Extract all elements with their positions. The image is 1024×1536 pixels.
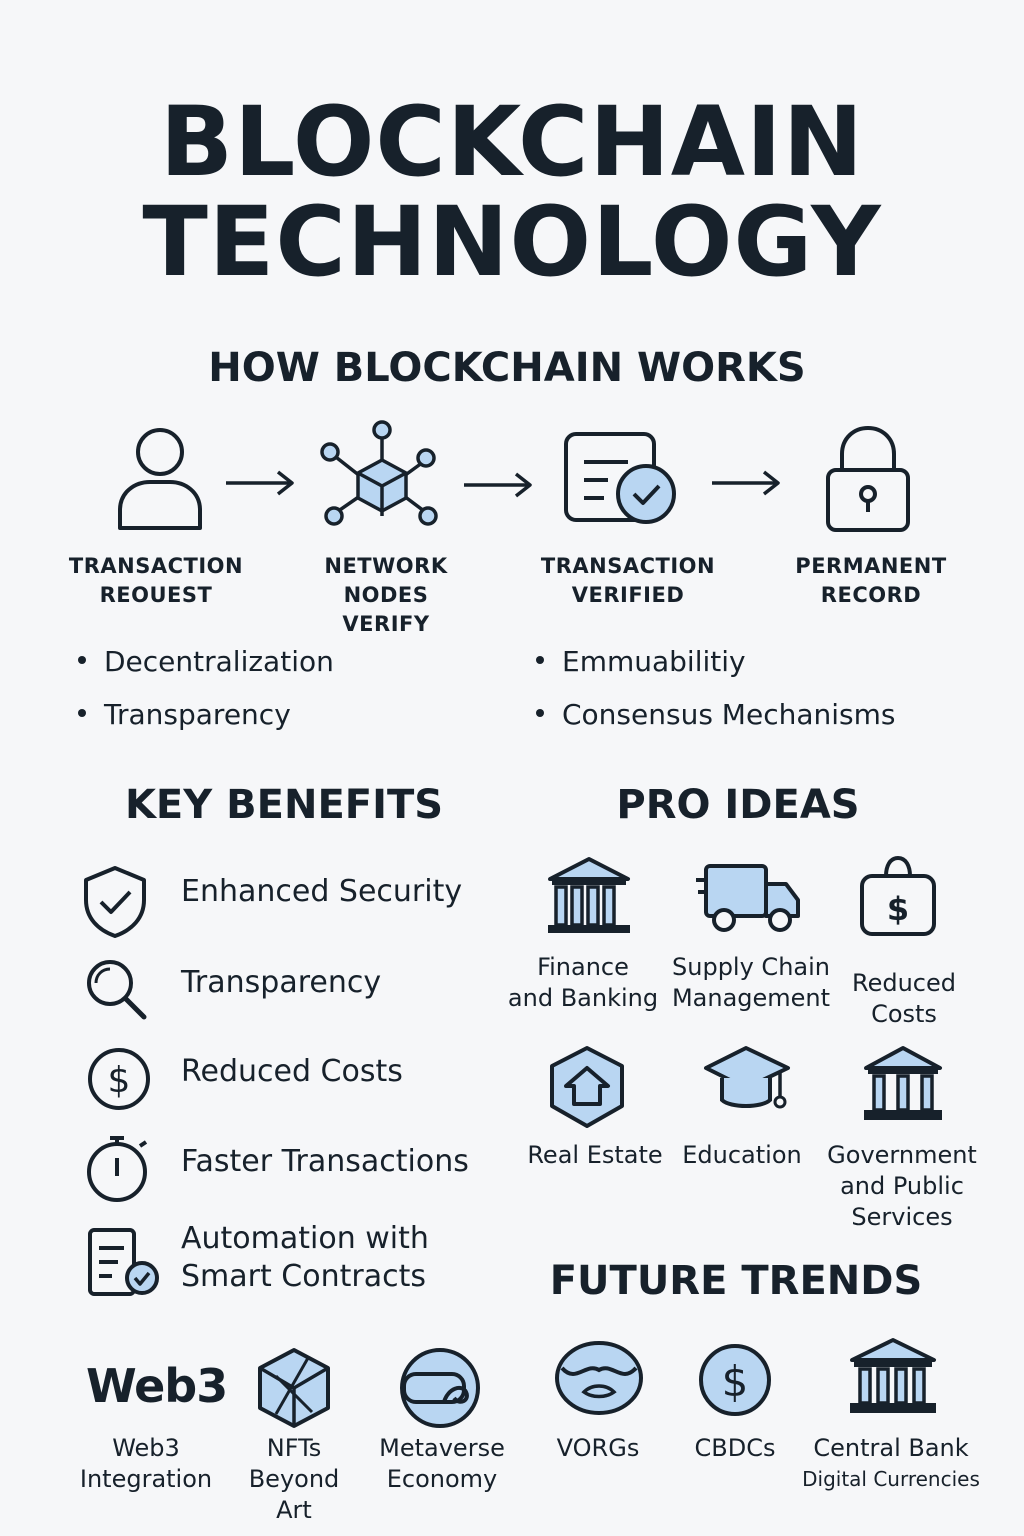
benefit-label: Faster Transactions bbox=[181, 1144, 469, 1179]
future-trends-heading: FUTURE TRENDS bbox=[549, 1258, 923, 1304]
idea-label-real-estate: Real Estate bbox=[527, 1141, 663, 1169]
main-title-line1: BLOCKCHAIN bbox=[159, 86, 865, 198]
graduation-cap-icon bbox=[702, 1042, 792, 1132]
idea-label-education: Education bbox=[682, 1141, 802, 1169]
web3-logo: Web3 bbox=[86, 1359, 228, 1413]
feature-bullet: Decentralization bbox=[78, 645, 334, 678]
magnifier-icon bbox=[82, 955, 152, 1025]
feature-bullet: Emmuabilitiy bbox=[536, 645, 746, 678]
main-title-line2: TECHNOLOGY bbox=[142, 186, 882, 298]
svg-text:$: $ bbox=[887, 890, 909, 928]
svg-text:$: $ bbox=[108, 1060, 131, 1101]
benefit-label: Enhanced Security bbox=[181, 874, 463, 909]
trend-label-vorgs: VORGs bbox=[556, 1434, 640, 1462]
key-benefits-heading: KEY BENEFITS bbox=[124, 782, 444, 828]
dao-face-icon bbox=[554, 1340, 644, 1430]
feature-bullet: Transparency bbox=[78, 698, 291, 731]
feature-bullet: Consensus Mechanisms bbox=[536, 698, 895, 731]
government-building-icon bbox=[862, 1044, 952, 1134]
arrow-icon bbox=[462, 470, 534, 500]
dollar-coin-icon: $ bbox=[697, 1342, 787, 1432]
house-hexagon-icon bbox=[544, 1044, 634, 1134]
arrow-icon bbox=[710, 468, 782, 498]
bank-icon bbox=[544, 855, 634, 945]
truck-icon bbox=[694, 862, 800, 952]
pro-ideas-heading: PRO IDEAS bbox=[616, 782, 860, 828]
money-bag-icon: $ bbox=[856, 854, 946, 944]
dollar-circle-icon: $ bbox=[84, 1044, 154, 1114]
arrow-icon bbox=[224, 468, 296, 498]
benefit-label: Transparency bbox=[181, 965, 382, 1000]
stopwatch-icon bbox=[84, 1132, 154, 1202]
trend-label-central-bank: Central Bank Digital Currencies bbox=[802, 1434, 980, 1491]
network-nodes-icon bbox=[318, 418, 438, 528]
how-it-works-heading: HOW BLOCKCHAIN WORKS bbox=[208, 345, 806, 391]
benefit-label: Reduced Costs bbox=[181, 1054, 403, 1089]
central-bank-icon bbox=[848, 1336, 938, 1426]
verified-document-icon bbox=[562, 430, 676, 540]
nft-hexagon-icon bbox=[256, 1346, 346, 1436]
padlock-icon bbox=[822, 424, 932, 534]
shield-check-icon bbox=[80, 864, 150, 938]
trend-label-cbdcs: CBDCs bbox=[694, 1434, 776, 1462]
user-icon bbox=[105, 420, 215, 530]
contract-check-icon bbox=[86, 1228, 159, 1298]
svg-text:$: $ bbox=[722, 1357, 749, 1406]
vr-headset-icon bbox=[396, 1348, 486, 1438]
